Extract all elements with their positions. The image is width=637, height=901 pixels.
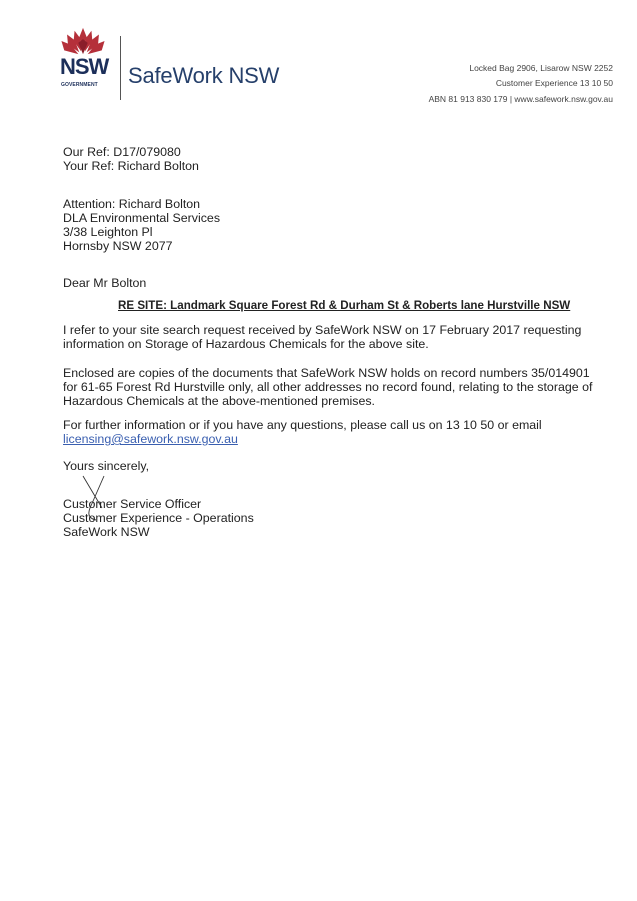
waratah-logo-icon: [61, 27, 105, 55]
recipient-line: 3/38 Leighton Pl: [63, 225, 153, 239]
nsw-government-logo-text: NSW: [60, 54, 109, 79]
closing: Yours sincerely,: [63, 459, 150, 473]
body-paragraph-3: For further information or if you have a…: [63, 418, 542, 432]
body-paragraph-1-line: I refer to your site search request rece…: [63, 323, 582, 337]
body-paragraph-2-line: Enclosed are copies of the documents tha…: [63, 366, 590, 380]
our-ref: Our Ref: D17/079080: [63, 145, 181, 159]
phone-line: Customer Experience 13 10 50: [495, 78, 613, 88]
recipient-line: DLA Environmental Services: [63, 211, 221, 225]
brand-name: SafeWork NSW: [128, 63, 280, 88]
logo-divider: [120, 36, 121, 100]
signature-mark: [82, 475, 105, 521]
recipient-line: Attention: Richard Bolton: [63, 197, 201, 211]
abn-line: ABN 81 913 830 179 | www.safework.nsw.go…: [428, 94, 613, 104]
signature-organisation: SafeWork NSW: [63, 525, 150, 539]
body-paragraph-2-line: Hazardous Chemicals at the above-mention…: [63, 394, 375, 408]
signature-department: Customer Experience - Operations: [63, 511, 254, 525]
nsw-government-logo-subtext: GOVERNMENT: [61, 82, 98, 88]
email-link[interactable]: licensing@safework.nsw.gov.au: [63, 432, 238, 446]
salutation: Dear Mr Bolton: [63, 276, 147, 290]
signature-title: Customer Service Officer: [63, 497, 202, 511]
body-paragraph-2-line: for 61-65 Forest Rd Hurstville only, all…: [63, 380, 593, 394]
subject-line: RE SITE: Landmark Square Forest Rd & Dur…: [118, 299, 571, 312]
body-paragraph-1-line: information on Storage of Hazardous Chem…: [63, 337, 429, 351]
address-line: Locked Bag 2906, Lisarow NSW 2252: [469, 63, 613, 73]
your-ref: Your Ref: Richard Bolton: [63, 159, 199, 173]
recipient-line: Hornsby NSW 2077: [63, 239, 173, 253]
